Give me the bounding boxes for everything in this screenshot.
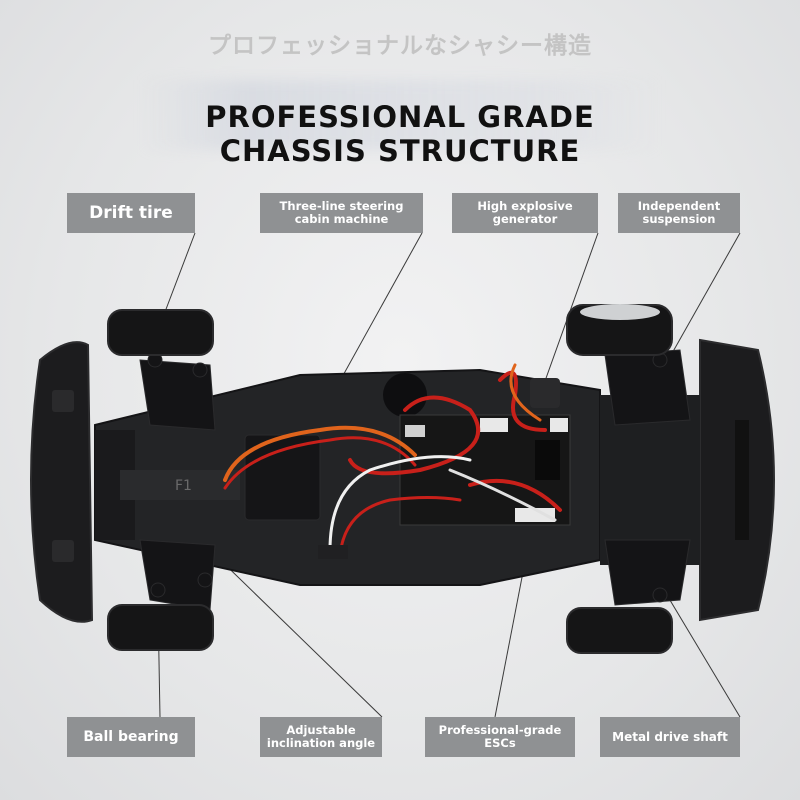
label-text-line-2: cabin machine: [294, 212, 389, 226]
label-text: Drift tire: [89, 203, 173, 223]
label-text-line-1: High explosive: [477, 199, 573, 213]
background-car-ghost: [140, 80, 660, 150]
front-bumper: [30, 341, 94, 623]
label-adjustable-angle: Adjustable inclination angle: [260, 717, 382, 757]
label-drift-tire: Drift tire: [67, 193, 195, 233]
label-text-line-1: Professional-grade: [438, 723, 562, 737]
label-text-line-2: ESCs: [484, 736, 516, 750]
japanese-title: プロフェッショナルなシャシー構造: [208, 33, 592, 59]
label-steering-servo: Three-line steering cabin machine: [260, 193, 423, 233]
label-text-line-2: suspension: [642, 212, 716, 226]
label-text-line-1: Adjustable: [286, 723, 356, 737]
label-generator: High explosive generator: [452, 193, 598, 233]
label-text-line-2: generator: [492, 212, 558, 226]
chassis-marking: F1: [175, 478, 192, 494]
drift-tires: [107, 304, 673, 654]
headline: PROFESSIONAL GRADE CHASSIS STRUCTURE: [0, 100, 800, 168]
wires: [223, 363, 562, 557]
label-ball-bearing: Ball bearing: [67, 717, 195, 757]
label-text: Ball bearing: [83, 729, 179, 745]
headline-line-2: CHASSIS STRUCTURE: [219, 134, 581, 168]
label-suspension: Independent suspension: [618, 193, 740, 233]
motor: [530, 378, 560, 408]
headline-line-1: PROFESSIONAL GRADE: [205, 100, 595, 134]
label-text-line-1: Independent: [637, 199, 721, 213]
front-suspension: [139, 352, 216, 611]
label-drive-shaft: Metal drive shaft: [600, 717, 740, 757]
rear-suspension: [604, 349, 691, 606]
label-text-line-2: inclination angle: [266, 736, 376, 750]
label-text-line-1: Three-line steering: [279, 199, 404, 213]
label-text: Metal drive shaft: [612, 730, 728, 744]
label-esc: Professional-grade ESCs: [425, 717, 575, 757]
